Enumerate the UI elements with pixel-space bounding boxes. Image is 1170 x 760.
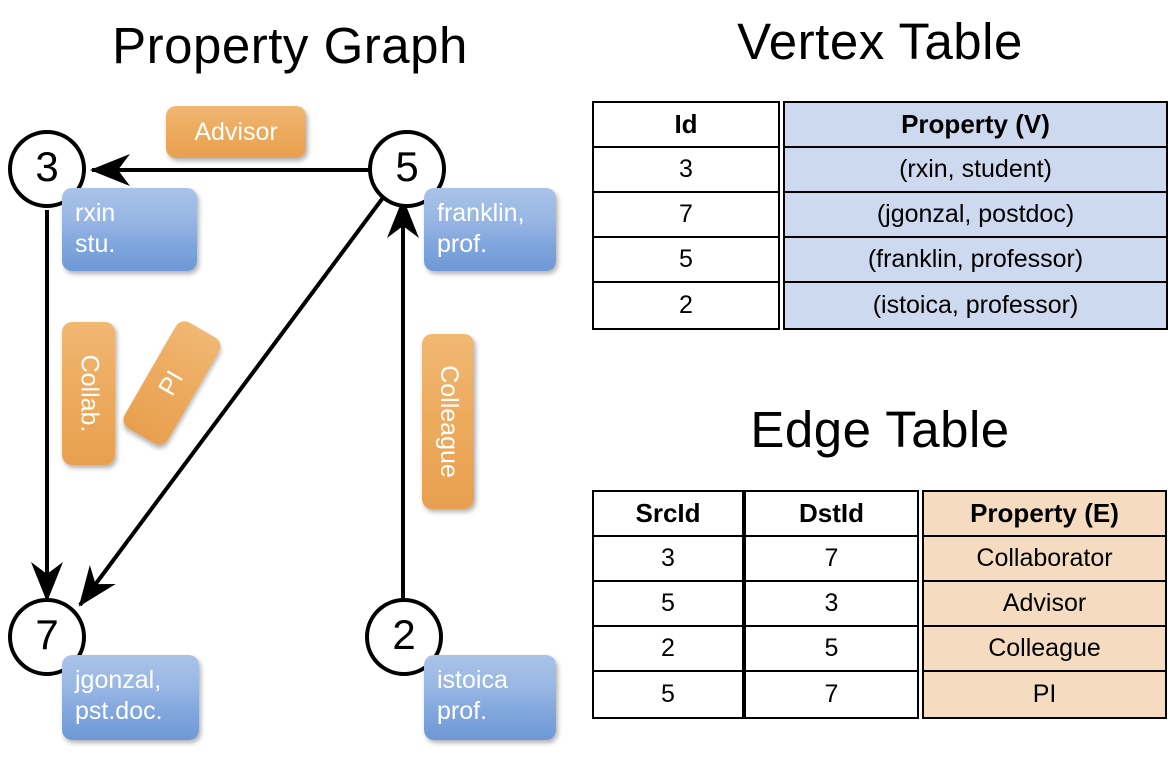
vertex-table-col-property: Property (V) (rxin, student) (jgonzal, p… [783, 101, 1168, 330]
graph-node-3-label: 3 [35, 143, 59, 190]
table-row-cell-dstid: 3 [746, 582, 917, 627]
edge-label-pi-text: PI [153, 365, 190, 400]
graph-edges-svg [31, 154, 419, 607]
graph-node-2-label: 2 [392, 611, 416, 658]
vertex-table-header-property: Property (V) [785, 103, 1166, 148]
edge-label-collab[interactable]: Collab. [62, 322, 115, 465]
node-5-property-line-2: prof. [437, 229, 488, 258]
property-graph-panel: Property Graph 3 5 7 2 rxin stu. frankli… [8, 17, 556, 740]
edge-5-7-pi [78, 193, 387, 607]
page-title-edge-table: Edge Table [750, 401, 1010, 458]
page-title-property-graph: Property Graph [112, 17, 468, 74]
table-row-cell-dstid: 5 [746, 627, 917, 672]
graph-node-5[interactable]: 5 [368, 130, 446, 208]
table-row-cell-srcid: 5 [594, 582, 742, 627]
table-row-cell-property: (franklin, professor) [785, 238, 1166, 283]
table-row-cell-dstid: 7 [746, 672, 917, 717]
vertex-table-header-id: Id [594, 103, 778, 148]
table-row-cell-srcid: 3 [594, 537, 742, 582]
edge-table-col-dstid: DstId 7 3 5 7 [744, 490, 919, 719]
edge-table-col-property: Property (E) Collaborator Advisor Collea… [922, 490, 1167, 719]
table-row-cell-id: 3 [594, 148, 778, 193]
table-row-cell-property: (rxin, student) [785, 148, 1166, 193]
node-5-property-line-1: franklin, [437, 199, 525, 227]
table-row-cell-property: PI [924, 672, 1165, 717]
node-7-property-box[interactable]: jgonzal, pst.doc. [62, 655, 199, 740]
node-7-property-line-1: jgonzal, [75, 666, 162, 694]
edge-table: SrcId 3 5 2 5 DstId 7 3 5 7 Property (E)… [592, 490, 1167, 719]
edge-table-col-srcid: SrcId 3 5 2 5 [592, 490, 744, 719]
table-row-cell-id: 5 [594, 238, 778, 283]
node-3-property-line-1: rxin [75, 199, 116, 227]
table-row-cell-property: (istoica, professor) [785, 283, 1166, 328]
table-row-cell-property: (jgonzal, postdoc) [785, 193, 1166, 238]
edge-table-header-property: Property (E) [924, 492, 1165, 537]
edge-table-header-srcid: SrcId [594, 492, 742, 537]
edge-label-advisor-text: Advisor [194, 117, 278, 146]
node-2-property-line-2: prof. [437, 696, 488, 725]
vertex-table: Id 3 7 5 2 Property (V) (rxin, student) … [592, 101, 1168, 330]
graph-node-7-label: 7 [35, 611, 59, 658]
table-row-cell-srcid: 5 [594, 672, 742, 717]
graph-node-5-label: 5 [395, 143, 419, 190]
graph-node-2[interactable]: 2 [365, 598, 443, 676]
table-row-cell-property: Advisor [924, 582, 1165, 627]
table-row-cell-id: 7 [594, 193, 778, 238]
table-row-cell-srcid: 2 [594, 627, 742, 672]
edge-table-header-dstid: DstId [746, 492, 917, 537]
vertex-table-col-id: Id 3 7 5 2 [592, 101, 780, 330]
node-2-property-box[interactable]: istoica prof. [424, 655, 556, 740]
edge-label-colleague[interactable]: Colleague [422, 334, 474, 509]
edge-label-collab-text: Collab. [75, 354, 104, 433]
node-7-property-line-2: pst.doc. [75, 696, 163, 725]
edge-label-colleague-text: Colleague [434, 365, 463, 478]
node-5-property-box[interactable]: franklin, prof. [424, 188, 556, 271]
node-3-property-line-2: stu. [75, 229, 116, 258]
table-row-cell-property: Collaborator [924, 537, 1165, 582]
edge-label-advisor[interactable]: Advisor [166, 106, 306, 158]
table-row-cell-property: Colleague [924, 627, 1165, 672]
table-row-cell-dstid: 7 [746, 537, 917, 582]
node-2-property-line-1: istoica [437, 666, 508, 694]
table-row-cell-id: 2 [594, 283, 778, 328]
node-3-property-box[interactable]: rxin stu. [62, 188, 197, 271]
page-title-vertex-table: Vertex Table [737, 13, 1023, 70]
